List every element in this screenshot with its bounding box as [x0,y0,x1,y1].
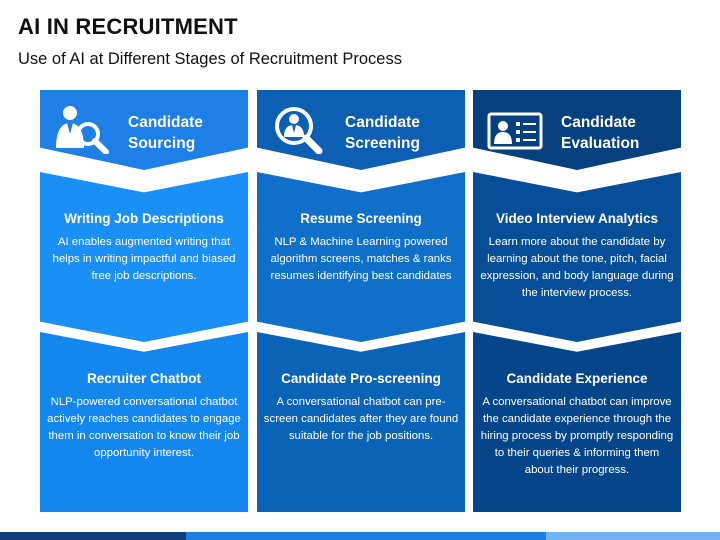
header-shape: Candidate Screening [257,90,465,170]
footer-segment [0,532,186,540]
column-candidate-screening: Candidate Screening Resume Screening NLP… [257,90,465,514]
column-header-title: Candidate Sourcing [128,114,203,152]
footer-segment [186,532,546,540]
middle-block-shape [40,172,248,342]
footer-bar [0,532,720,540]
bottom-block-shape [40,332,248,512]
block-body: NLP-powered conversational chatbot activ… [47,396,241,459]
page-title: AI IN RECRUITMENT [18,14,238,39]
block-heading: Recruiter Chatbot [86,371,201,386]
bottom-block: Candidate Pro-screening A conversational… [263,370,459,445]
bottom-block-shape [257,332,465,512]
middle-block-shape [257,172,465,342]
block-heading: Candidate Pro-screening [281,371,441,386]
middle-block: Writing Job Descriptions AI enables augm… [46,210,242,285]
header-shape: Candidate Evaluation [473,90,681,170]
candidate-search-icon [56,106,109,154]
id-card-icon [487,112,543,150]
middle-block: Video Interview Analytics Learn more abo… [479,210,675,302]
block-heading: Candidate Experience [506,371,648,386]
block-body: Learn more about the candidate by learni… [480,236,674,299]
middle-block: Resume Screening NLP & Machine Learning … [263,210,459,285]
header-shape: Candidate Sourcing [40,90,248,170]
bottom-block: Recruiter Chatbot NLP-powered conversati… [46,370,242,462]
column-header-title: Candidate Screening [345,114,420,152]
column-candidate-sourcing: Candidate Sourcing Writing Job Descripti… [40,90,248,514]
block-body: NLP & Machine Learning powered algorithm… [270,236,452,282]
column-header-title: Candidate Evaluation [561,114,640,152]
block-heading: Writing Job Descriptions [64,211,224,226]
block-body: A conversational chatbot can pre-screen … [263,396,459,442]
page-subtitle: Use of AI at Different Stages of Recruit… [18,50,402,68]
bottom-block: Candidate Experience A conversational ch… [479,370,675,479]
screening-magnifier-icon [275,107,323,154]
bottom-block-shape [473,332,681,512]
block-heading: Resume Screening [300,211,422,226]
middle-block-shape [473,172,681,342]
footer-segment [546,532,720,540]
column-candidate-evaluation: Candidate Evaluation Video Interview Ana… [473,90,681,514]
block-body: AI enables augmented writing that helps … [52,236,236,282]
block-body: A conversational chatbot can improve the… [480,396,674,476]
block-heading: Video Interview Analytics [495,211,659,226]
